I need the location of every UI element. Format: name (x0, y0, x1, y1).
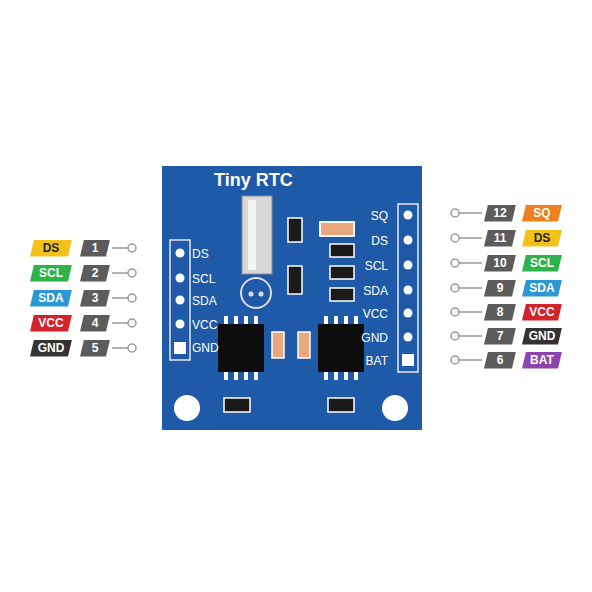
pin-name: BAT (530, 353, 554, 367)
pin-number-badge: 4 (80, 315, 110, 332)
pin-number-badge: 11 (484, 230, 516, 247)
pin-number: 2 (92, 266, 99, 280)
pin-name: GND (38, 341, 65, 355)
pin-name: DS (43, 241, 60, 255)
silkscreen-label: DS (371, 234, 388, 248)
silkscreen-label: VCC (192, 318, 217, 332)
pin-number-badge: 6 (484, 352, 516, 369)
pin-name-tag: GND (522, 328, 562, 345)
pin-name: SCL (39, 266, 63, 280)
silkscreen-label: GND (192, 341, 219, 355)
rtc-board: Tiny RTC DS SCL SDA VCC GND SQ DS SCL SDA VCC GND BA… (162, 166, 422, 430)
pin-number: 5 (92, 341, 99, 355)
pin-number: 8 (497, 305, 504, 319)
pin-number: 1 (92, 241, 99, 255)
pin-number-badge: 12 (484, 205, 516, 222)
pin-name-tag: SCL (30, 265, 72, 282)
pin-name: VCC (529, 305, 554, 319)
silkscreen-label: GND (361, 331, 388, 345)
pin-name: SCL (530, 256, 554, 270)
pin-number: 9 (497, 281, 504, 295)
pin-name-tag: DS (30, 240, 72, 257)
silkscreen-label: DS (192, 247, 209, 261)
pin-name: SDA (529, 281, 554, 295)
pin-number-badge: 5 (80, 340, 110, 357)
pin-number-badge: 3 (80, 290, 110, 307)
pin-name: VCC (38, 316, 63, 330)
pin-number-badge: 8 (484, 304, 516, 321)
pin-name-tag: VCC (30, 315, 72, 332)
pin-name-tag: DS (522, 230, 562, 247)
pin-name-tag: SCL (522, 255, 562, 272)
silkscreen-label: SCL (192, 272, 215, 286)
pin-name-tag: GND (30, 340, 72, 357)
pin-number: 4 (92, 316, 99, 330)
pin-number: 6 (497, 353, 504, 367)
pin-number-badge: 9 (484, 280, 516, 297)
silkscreen-label: SDA (192, 294, 217, 308)
pin-name: DS (534, 231, 551, 245)
board-title: Tiny RTC (214, 170, 293, 191)
silkscreen-label: SCL (365, 259, 388, 273)
silkscreen-label: SQ (371, 209, 388, 223)
pin-number-badge: 2 (80, 265, 110, 282)
silkscreen-label: VCC (363, 307, 388, 321)
pin-name: SDA (38, 291, 63, 305)
pin-name-tag: BAT (522, 352, 562, 369)
pin-number: 12 (493, 206, 506, 220)
pin-name: SQ (533, 206, 550, 220)
silkscreen-label: BAT (366, 354, 388, 368)
pin-number-badge: 7 (484, 328, 516, 345)
pin-number-badge: 10 (484, 255, 516, 272)
pin-number: 11 (494, 231, 507, 245)
pin-name-tag: SQ (522, 205, 562, 222)
pin-name-tag: VCC (522, 304, 562, 321)
pin-name-tag: SDA (522, 280, 562, 297)
pin-number: 3 (92, 291, 99, 305)
pin-name: GND (529, 329, 556, 343)
pin-name-tag: SDA (30, 290, 72, 307)
pin-number-badge: 1 (80, 240, 110, 257)
silkscreen-label: SDA (363, 284, 388, 298)
pin-number: 7 (497, 329, 504, 343)
pin-number: 10 (493, 256, 506, 270)
